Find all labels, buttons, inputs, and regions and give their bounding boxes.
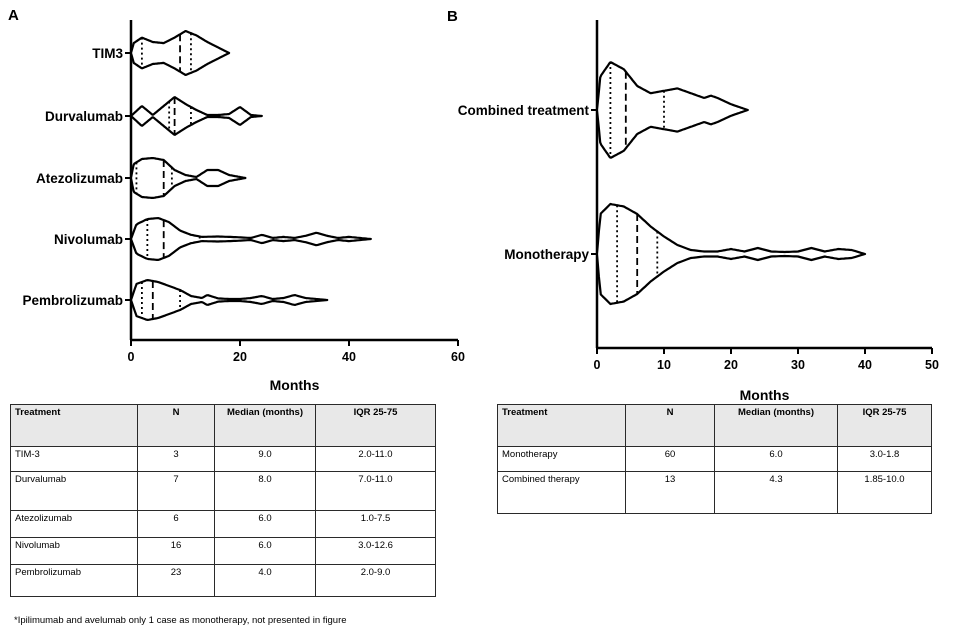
cell-treatment: Monotherapy: [497, 446, 626, 472]
cell-iqr: 3.0-1.8: [837, 446, 932, 472]
violin-monotherapy: [595, 202, 867, 306]
x-tick-label: 30: [791, 358, 805, 372]
header-iqr: IQR 25-75: [837, 404, 932, 447]
cell-n: 60: [625, 446, 715, 472]
y-category-label: Durvalumab: [45, 109, 123, 124]
cell-treatment: Atezolizumab: [10, 510, 138, 538]
cell-treatment: Pembrolizumab: [10, 564, 138, 597]
x-tick-label: 50: [925, 358, 939, 372]
cell-n: 13: [625, 471, 715, 514]
cell-n: 6: [137, 510, 215, 538]
cell-median: 6.0: [714, 446, 838, 472]
violin-durvalumab: [129, 96, 263, 136]
cell-iqr: 2.0-9.0: [315, 564, 436, 597]
x-axis-title: Months: [740, 387, 790, 403]
cell-median: 9.0: [214, 446, 316, 472]
x-axis-title: Months: [270, 377, 320, 393]
cell-treatment: Combined therapy: [497, 471, 626, 514]
cell-iqr: 3.0-12.6: [315, 537, 436, 565]
cell-median: 4.0: [214, 564, 316, 597]
y-category-label: Pembrolizumab: [22, 293, 123, 308]
header-median: Median (months): [214, 404, 316, 447]
y-category-label: Monotherapy: [504, 247, 589, 262]
cell-median: 4.3: [714, 471, 838, 514]
cell-n: 7: [137, 471, 215, 511]
table-row: Nivolumab 16 6.0 3.0-12.6: [10, 537, 436, 565]
cell-n: 23: [137, 564, 215, 597]
header-treatment: Treatment: [10, 404, 138, 447]
y-category-label: TIM3: [92, 46, 123, 61]
cell-iqr: 1.85-10.0: [837, 471, 932, 514]
x-tick-label: 60: [451, 350, 465, 364]
violin-combined-treatment: [595, 61, 749, 159]
violin-nivolumab: [129, 217, 372, 261]
table-row: Monotherapy 60 6.0 3.0-1.8: [497, 446, 932, 472]
header-median: Median (months): [714, 404, 838, 447]
cell-treatment: Durvalumab: [10, 471, 138, 511]
cell-iqr: 7.0-11.0: [315, 471, 436, 511]
y-category-label: Nivolumab: [54, 232, 123, 247]
cell-treatment: TIM-3: [10, 446, 138, 472]
panel-a-label: A: [8, 7, 19, 24]
cell-n: 3: [137, 446, 215, 472]
table-a-header-row: Treatment N Median (months) IQR 25-75: [10, 404, 436, 447]
y-category-label: Combined treatment: [458, 103, 590, 118]
y-category-label: Atezolizumab: [36, 171, 123, 186]
cell-median: 6.0: [214, 510, 316, 538]
violin-tim3: [129, 30, 231, 76]
panel-b-label: B: [447, 8, 458, 25]
cell-iqr: 2.0-11.0: [315, 446, 436, 472]
footnote: *Ipilimumab and avelumab only 1 case as …: [14, 615, 347, 626]
x-tick-label: 40: [342, 350, 356, 364]
violin-atezolizumab: [129, 157, 247, 199]
x-tick-label: 10: [657, 358, 671, 372]
cell-iqr: 1.0-7.5: [315, 510, 436, 538]
header-n: N: [137, 404, 215, 447]
table-b-header-row: Treatment N Median (months) IQR 25-75: [497, 404, 932, 447]
table-row: Pembrolizumab 23 4.0 2.0-9.0: [10, 564, 436, 597]
x-tick-label: 20: [724, 358, 738, 372]
x-tick-label: 20: [233, 350, 247, 364]
violin-pembrolizumab: [129, 279, 329, 321]
x-tick-label: 40: [858, 358, 872, 372]
x-tick-label: 0: [128, 350, 135, 364]
cell-treatment: Nivolumab: [10, 537, 138, 565]
cell-n: 16: [137, 537, 215, 565]
table-a: Treatment N Median (months) IQR 25-75 TI…: [10, 404, 436, 597]
table-row: Combined therapy 13 4.3 1.85-10.0: [497, 471, 932, 514]
header-n: N: [625, 404, 715, 447]
table-row: Durvalumab 7 8.0 7.0-11.0: [10, 471, 436, 511]
cell-median: 8.0: [214, 471, 316, 511]
table-b: Treatment N Median (months) IQR 25-75 Mo…: [497, 404, 932, 514]
table-row: Atezolizumab 6 6.0 1.0-7.5: [10, 510, 436, 538]
x-tick-label: 0: [594, 358, 601, 372]
header-iqr: IQR 25-75: [315, 404, 436, 447]
cell-median: 6.0: [214, 537, 316, 565]
table-row: TIM-3 3 9.0 2.0-11.0: [10, 446, 436, 472]
header-treatment: Treatment: [497, 404, 626, 447]
